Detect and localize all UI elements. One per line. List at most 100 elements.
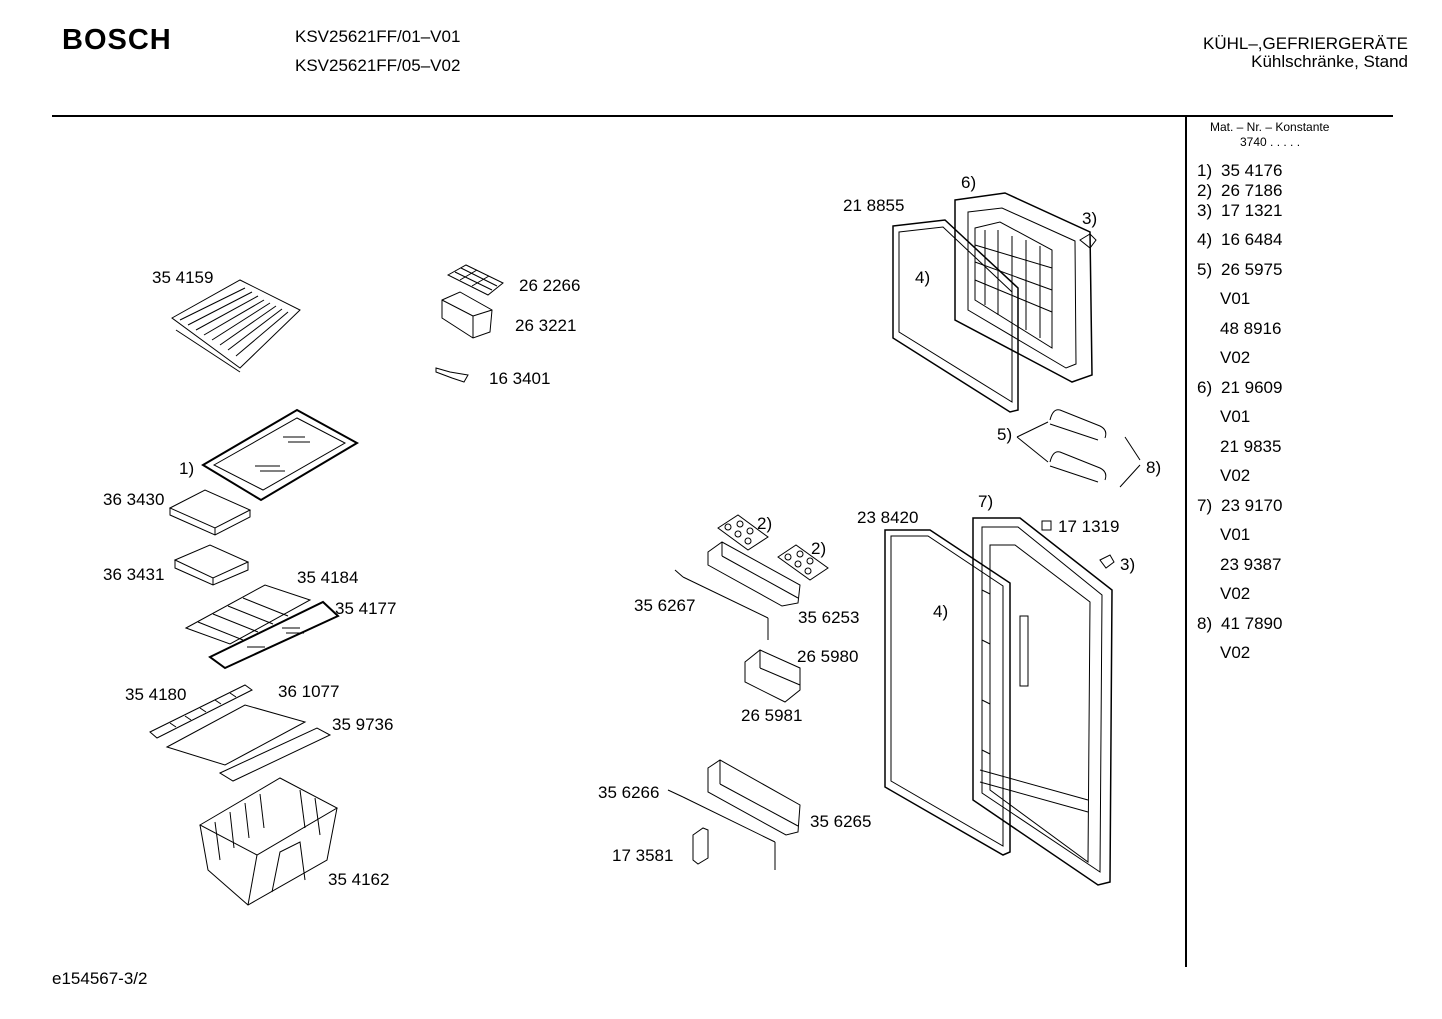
sidebar-item: 7) 23 9170: [1197, 496, 1282, 516]
part-label: 26 3221: [515, 316, 577, 335]
egg-tray-2-drawing: [778, 545, 828, 580]
part-label: 21 8855: [843, 196, 905, 215]
part-label: 36 3430: [103, 490, 165, 509]
small-tray-2-drawing: [175, 545, 248, 585]
header-divider: [52, 115, 1393, 117]
glass-shelf-2-drawing: [210, 602, 338, 668]
sidebar-item-value: 17 1321: [1221, 201, 1283, 220]
sidebar-variant: V02: [1220, 584, 1251, 603]
sidebar-item: 2) 26 7186: [1197, 181, 1282, 201]
clip-drawing: [693, 828, 708, 864]
ice-box-drawing: [442, 292, 492, 338]
crisper-drawing: [200, 778, 337, 905]
sidebar-item: 3) 17 1321: [1197, 201, 1282, 221]
part-ref-label: 6): [961, 173, 977, 192]
glass-plate-drawing: [220, 728, 330, 781]
sidebar-item-num: 3): [1197, 201, 1213, 220]
sidebar-item-num: 6): [1197, 378, 1213, 397]
sidebar-item-num: 8): [1197, 614, 1213, 633]
part-label: 35 6267: [634, 596, 696, 615]
part-label: 23 8420: [857, 508, 919, 527]
sidebar-item-num: 1): [1197, 161, 1213, 180]
sidebar-item-value: 41 7890: [1221, 614, 1283, 633]
cover-plate-drawing: [167, 705, 305, 765]
brand-logo: BOSCH: [62, 24, 172, 56]
door-shelf-1-drawing: [675, 542, 800, 640]
hinge-bottom-drawing: [1100, 555, 1114, 568]
sidebar-item-num: 7): [1197, 496, 1213, 515]
sidebar-item-num: 2): [1197, 181, 1213, 200]
hinge-part-drawing: [1042, 521, 1051, 530]
egg-tray-1-drawing: [718, 515, 768, 550]
door-gasket-drawing: [885, 530, 1010, 855]
part-label: 35 4159: [152, 268, 214, 287]
sidebar-item-value: 26 5975: [1221, 260, 1283, 279]
part-ref-label: 2): [757, 514, 773, 533]
part-label: 17 3581: [612, 846, 674, 865]
part-label: 35 4177: [335, 599, 397, 618]
part-label: 35 4184: [297, 568, 359, 587]
sidebar-item-value: 26 7186: [1221, 181, 1283, 200]
part-label: 16 3401: [489, 369, 551, 388]
sidebar-item: 8) 41 7890: [1197, 614, 1282, 634]
category-title: KÜHL–,GEFRIERGERÄTE: [1203, 34, 1408, 53]
glass-shelf-drawing: [203, 410, 357, 500]
model-number-1: KSV25621FF/01–V01: [295, 27, 461, 46]
material-number-label: Mat. – Nr. – Konstante: [1210, 120, 1330, 134]
model-number-2: KSV25621FF/05–V02: [295, 56, 461, 75]
sidebar-variant: V02: [1220, 348, 1251, 367]
part-ref-label: 3): [1082, 209, 1098, 228]
sidebar-item-num: 4): [1197, 230, 1213, 249]
part-ref-label: 3): [1120, 555, 1136, 574]
part-label: 35 6265: [810, 812, 872, 831]
part-label: 35 6266: [598, 783, 660, 802]
wire-shelf-drawing: [172, 280, 300, 372]
part-label: 35 6253: [798, 608, 860, 627]
part-label: 26 2266: [519, 276, 581, 295]
sidebar-item: 1) 35 4176: [1197, 161, 1282, 181]
part-label: 35 9736: [332, 715, 394, 734]
sidebar-variant: 21 9835: [1220, 437, 1282, 456]
part-ref-label: 2): [811, 539, 827, 558]
part-ref-label: 4): [915, 268, 931, 287]
ice-tray-drawing: [448, 265, 503, 295]
part-ref-label: 4): [933, 602, 949, 621]
handles-drawing: [1017, 410, 1140, 487]
freezer-door-drawing: [955, 193, 1092, 382]
sidebar-variant: V02: [1220, 466, 1251, 485]
sidebar-variant: V01: [1220, 525, 1251, 544]
fridge-door-drawing: [973, 518, 1112, 885]
part-ref-label: 7): [978, 492, 994, 511]
freezer-gasket-drawing: [893, 220, 1018, 412]
sidebar-item-num: 5): [1197, 260, 1213, 279]
sidebar-item-value: 16 6484: [1221, 230, 1283, 249]
part-label: 35 4162: [328, 870, 390, 889]
part-ref-label: 8): [1146, 458, 1162, 477]
part-label: 17 1319: [1058, 517, 1120, 536]
sidebar-item: 5) 26 5975: [1197, 260, 1282, 280]
sidebar-variant: 23 9387: [1220, 555, 1282, 574]
part-label: 26 5980: [797, 647, 859, 666]
sidebar-item: 4) 16 6484: [1197, 230, 1282, 250]
sidebar-variant: V01: [1220, 289, 1251, 308]
part-label: 26 5981: [741, 706, 803, 725]
category-subtitle: Kühlschränke, Stand: [1251, 52, 1408, 71]
sidebar-variant: V01: [1220, 407, 1251, 426]
sidebar-variant: 48 8916: [1220, 319, 1282, 338]
part-label: 36 3431: [103, 565, 165, 584]
sidebar-divider: [1185, 116, 1187, 967]
document-code: e154567-3/2: [52, 969, 148, 988]
part-label: 36 1077: [278, 682, 340, 701]
hinge-top-drawing: [1080, 234, 1096, 248]
sidebar-item-value: 35 4176: [1221, 161, 1283, 180]
small-tray-1-drawing: [170, 490, 250, 535]
door-shelf-2-drawing: [668, 760, 800, 870]
sidebar-item: 6) 21 9609: [1197, 378, 1282, 398]
material-number-code: 3740 . . . . .: [1240, 135, 1301, 149]
sidebar-item-value: 23 9170: [1221, 496, 1283, 515]
sidebar-variant: V02: [1220, 643, 1251, 662]
scraper-drawing: [436, 368, 468, 382]
sidebar-item-value: 21 9609: [1221, 378, 1283, 397]
strip-drawing: [150, 685, 252, 738]
part-ref-label: 1): [179, 459, 195, 478]
